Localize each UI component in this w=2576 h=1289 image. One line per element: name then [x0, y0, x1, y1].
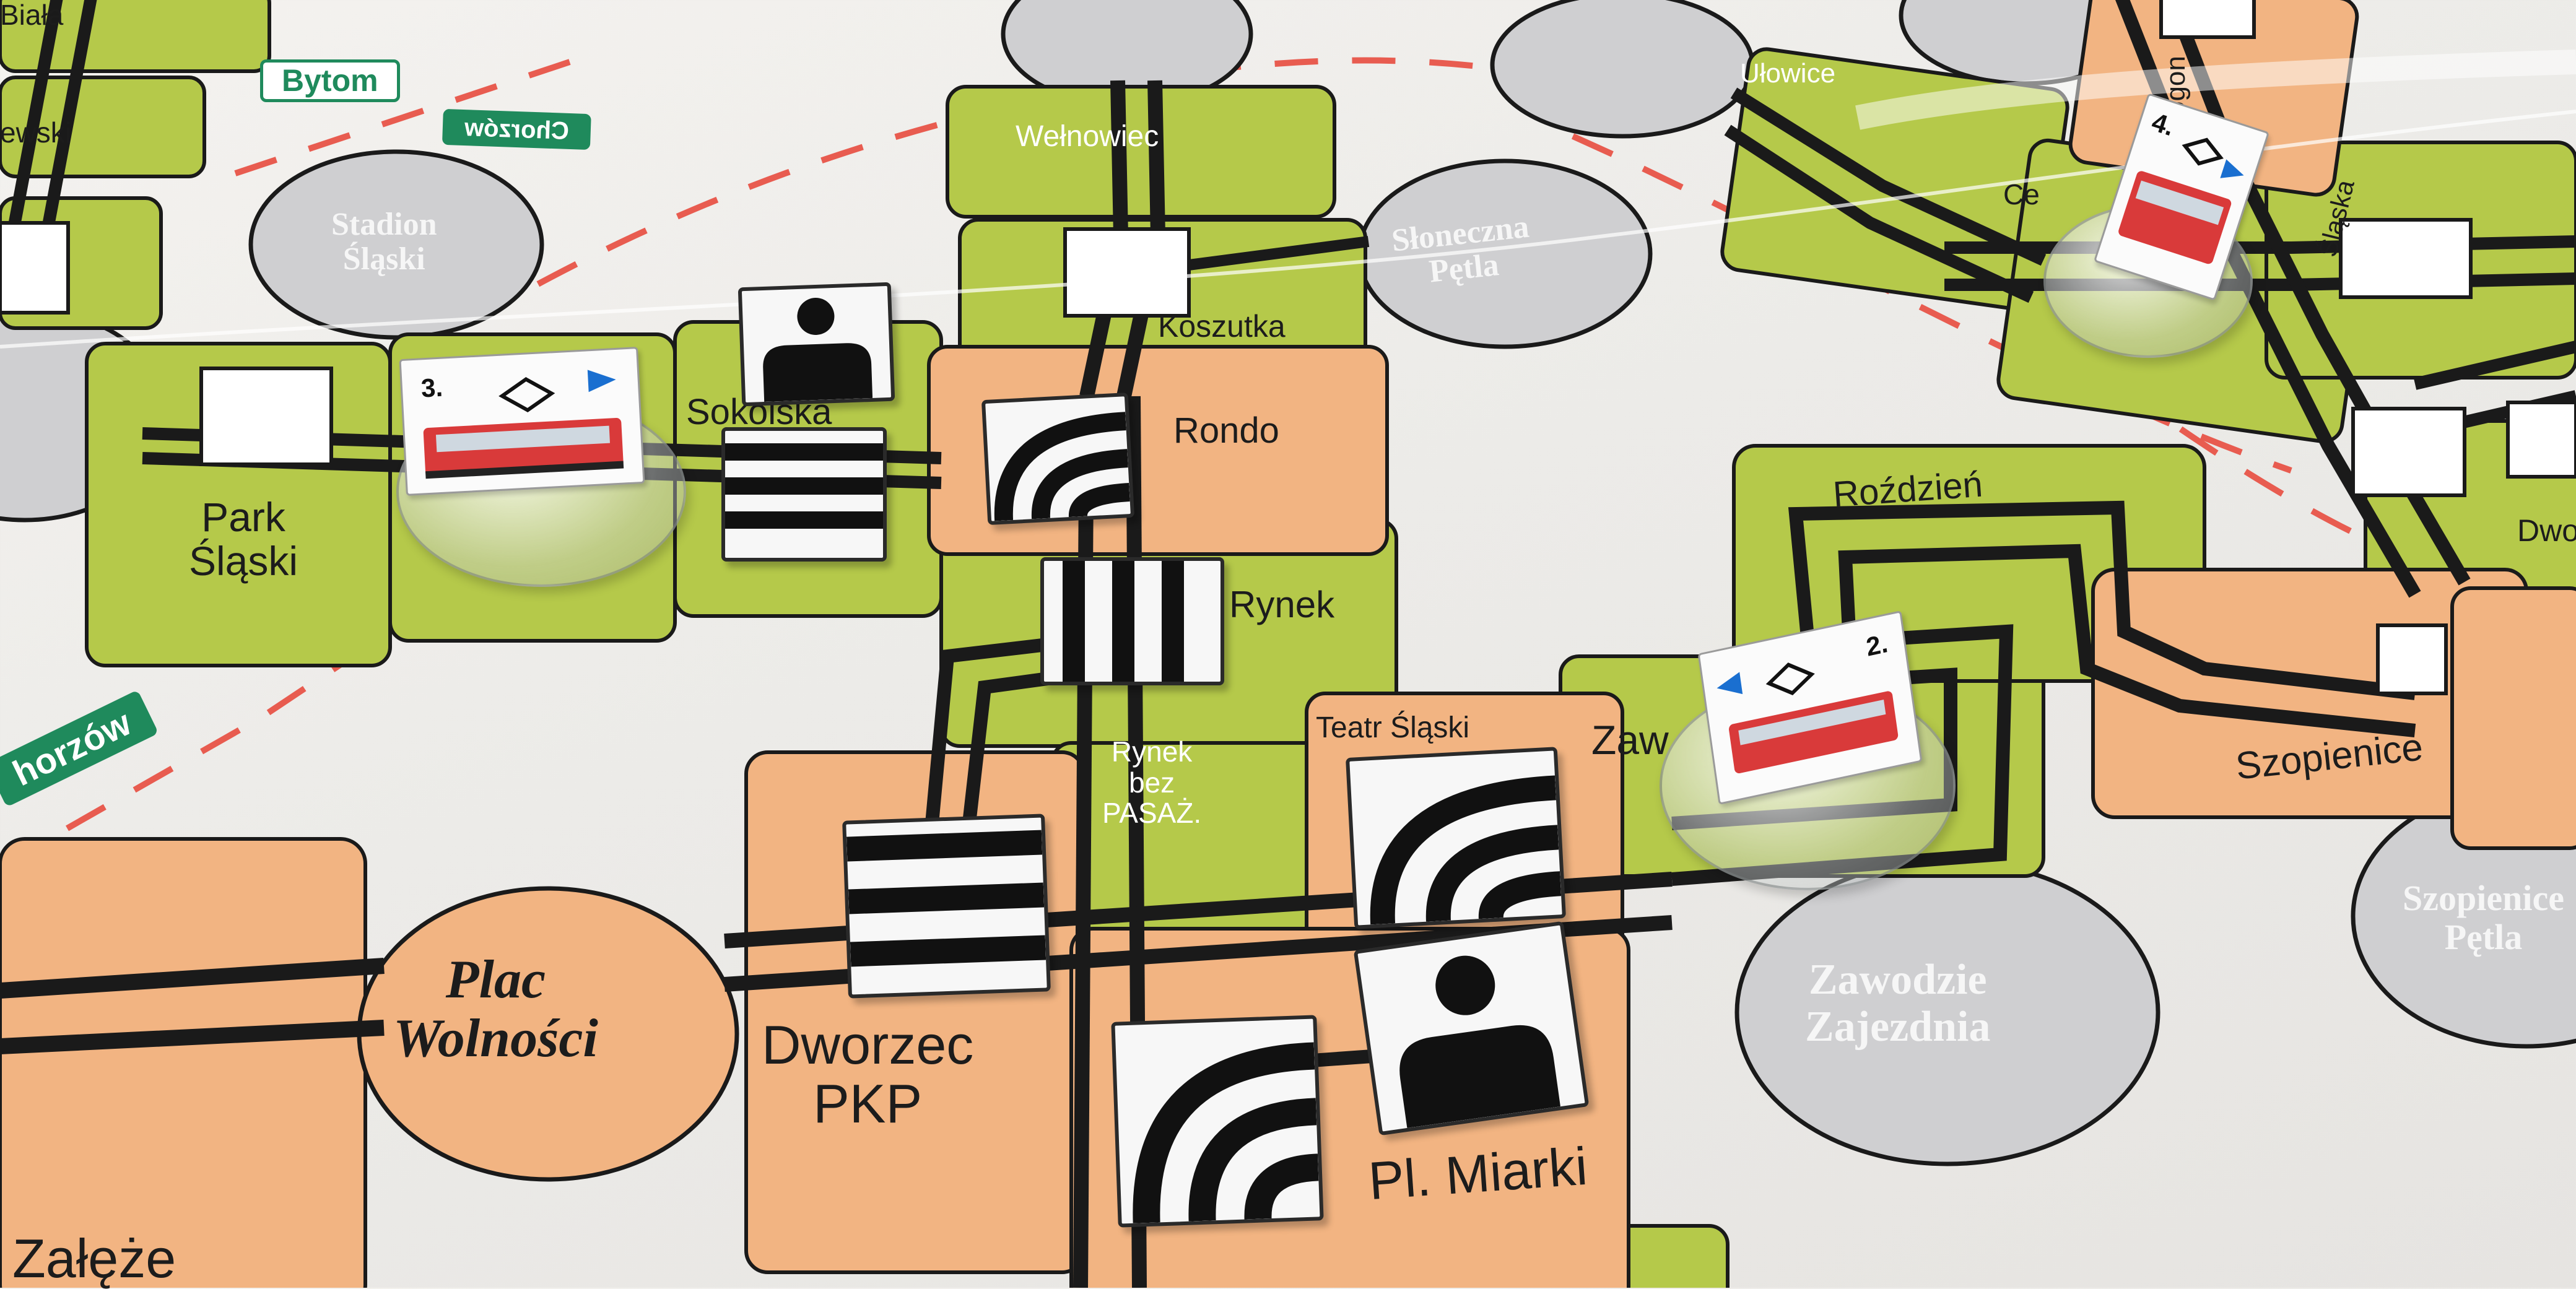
tile-straight-dworzec[interactable] [842, 814, 1051, 999]
station-label-dworzec-pkp: Dworzec PKP [762, 1014, 974, 1135]
station-label-zalesze: Załęże [12, 1228, 176, 1289]
tile-passenger-miarki[interactable] [1353, 921, 1590, 1136]
tile-straight-sokolska[interactable] [721, 427, 887, 562]
station-label-rondo: Rondo [1173, 410, 1279, 451]
station-label-ulowice: Ułowice [1740, 58, 1836, 89]
tile-straight-rynek[interactable] [1040, 557, 1224, 685]
tile-curve-miarki[interactable] [1111, 1015, 1324, 1228]
station-squares [0, 0, 2576, 695]
curve-track-icon [1133, 1042, 1319, 1223]
city-label-chorzow-mirrored: Chorzów [442, 108, 591, 150]
tram-icon-2 [1717, 662, 1899, 773]
passenger-icon [763, 298, 873, 402]
tile-curve-teatr[interactable] [1345, 747, 1567, 929]
station-label-zawodzie: Zaw [1591, 717, 1669, 763]
terminal-label-szopienice-petla: Szopienice Pętla [2403, 878, 2564, 957]
straight-track-vertical-icon [1063, 561, 1184, 682]
terminal-label-stadion-slaski: Stadion Śląski [331, 207, 437, 277]
station-label-teatr-slaski: Teatr Śląski [1316, 711, 1470, 744]
station-label-dwor-right: Dwor [2517, 513, 2576, 548]
passenger-icon [1399, 955, 1560, 1128]
station-label-biala: Biała [0, 0, 64, 31]
station-label-rynek-bez-pasaz: Rynek bez PASAŻ. [1102, 736, 1202, 830]
station-label-plac-wolnosci: Plac Wolności [393, 950, 598, 1069]
tile-passenger-sokolska[interactable] [738, 282, 895, 407]
station-label-koszutka: Koszutka [1158, 309, 1286, 344]
terminal-top-2 [1490, 0, 1755, 139]
tram-card-2[interactable]: 2. [1697, 610, 1923, 805]
terminal-label-sloneczna-petla: Słoneczna Pętla [1390, 209, 1531, 290]
curve-track-icon [994, 412, 1130, 521]
terminal-label-zawodzie-zajezdnia: Zawodzie Zajezdnia [1805, 956, 1991, 1051]
tile-curve-rondo[interactable] [981, 392, 1135, 526]
station-label-park-slaski: Park Śląski [189, 494, 298, 584]
tram-icon-4 [2118, 137, 2244, 264]
station-label-welnowiec: Wełnowiec [1016, 120, 1159, 153]
tram-icon-3 [423, 370, 624, 479]
straight-track-icon [846, 830, 1046, 967]
straight-track-icon [725, 443, 883, 529]
tram-card-4[interactable]: 4. [2093, 93, 2270, 301]
station-label-ewski: ewski [0, 116, 72, 149]
city-label-bytom: Bytom [260, 59, 400, 102]
tram-card-3[interactable]: 3. [399, 347, 645, 496]
station-label-ce: Ce [2003, 178, 2040, 210]
curve-track-icon [1370, 775, 1562, 925]
station-label-rynek: Rynek [1229, 584, 1335, 625]
